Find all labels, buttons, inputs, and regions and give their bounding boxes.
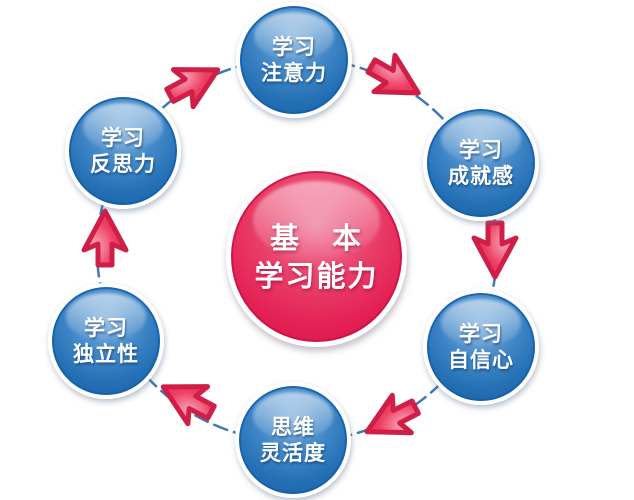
arrow-confidence-to-flexibility [364, 392, 421, 436]
node-label-line2: 注意力 [261, 61, 327, 85]
hub-label: 基 本 学习能力 [231, 171, 402, 342]
node-thinking-flexibility: 思维 灵活度 [235, 382, 351, 498]
node-learning-independence: 学习 独立性 [48, 283, 164, 399]
node-label-line2: 成就感 [448, 164, 514, 188]
hub-label-line1: 基 本 [269, 220, 363, 255]
arrow-reflection-to-attention [164, 67, 221, 110]
node-label-line1: 学习 [459, 138, 503, 162]
node-label: 思维 灵活度 [239, 386, 347, 494]
node-label-line1: 学习 [101, 126, 145, 150]
node-label-line1: 学习 [272, 35, 316, 59]
gloss-highlight [441, 299, 521, 347]
node-label-line2: 灵活度 [260, 441, 326, 465]
arrow-attention-to-achievement [365, 52, 421, 96]
node-label-line2: 独立性 [73, 342, 139, 366]
node-learning-attention: 学习 注意力 [236, 2, 352, 118]
node-label-line1: 思维 [271, 415, 315, 439]
arrow-flexibility-to-independence [160, 384, 217, 427]
node-learning-achievement: 学习 成就感 [423, 105, 539, 221]
node-learning-confidence: 学习 自信心 [423, 289, 539, 405]
node-label-line2: 反思力 [90, 152, 156, 176]
gloss-highlight [254, 12, 334, 60]
gloss-highlight [253, 181, 380, 260]
gloss-highlight [66, 293, 146, 341]
node-label: 学习 反思力 [69, 97, 177, 205]
node-label-line2: 自信心 [448, 348, 514, 372]
node-learning-reflection: 学习 反思力 [65, 93, 181, 209]
gloss-highlight [441, 115, 521, 163]
node-label-line1: 学习 [459, 322, 503, 346]
node-label: 学习 自信心 [427, 293, 535, 401]
gloss-highlight [83, 103, 163, 151]
gloss-highlight [253, 392, 333, 440]
node-label: 学习 成就感 [427, 109, 535, 217]
node-label: 学习 独立性 [52, 287, 160, 395]
node-label: 学习 注意力 [240, 6, 348, 114]
hub-basic-learning-ability: 基 本 学习能力 [226, 166, 407, 347]
node-label-line1: 学习 [84, 316, 128, 340]
hub-label-line2: 学习能力 [254, 258, 379, 293]
arrow-achievement-to-confidence [471, 220, 519, 280]
arrow-independence-to-reflection [81, 208, 129, 268]
